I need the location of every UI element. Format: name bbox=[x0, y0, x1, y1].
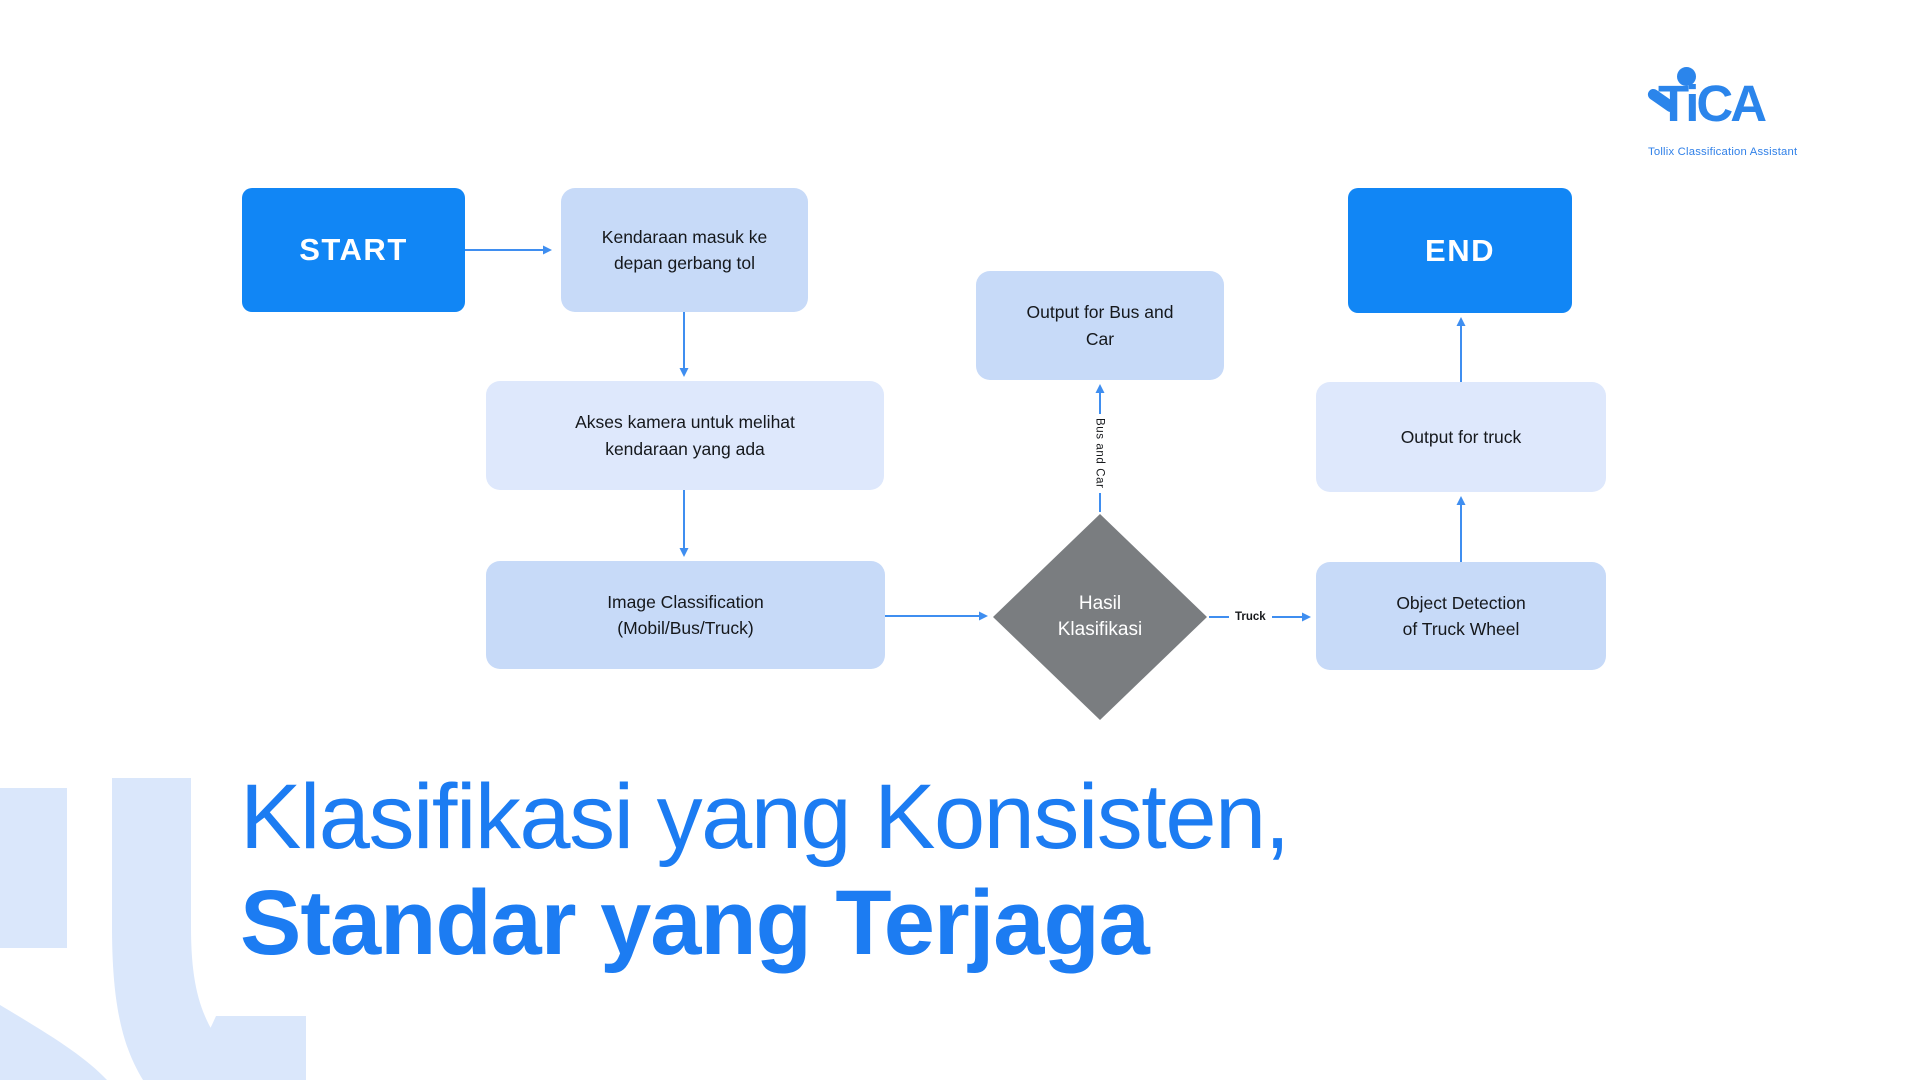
end-node: END bbox=[1348, 188, 1572, 313]
logo: TiCA Tollix Classification Assistant bbox=[1645, 64, 1818, 158]
logo-tagline: Tollix Classification Assistant bbox=[1648, 146, 1798, 158]
logo-mark: TiCA bbox=[1645, 64, 1818, 140]
node-output-truck: Output for truck bbox=[1316, 382, 1606, 492]
edge-label-truck: Truck bbox=[1229, 609, 1272, 626]
node-vehicle-entry: Kendaraan masuk ke depan gerbang tol bbox=[561, 188, 808, 312]
flourish-echo-shape bbox=[178, 1016, 306, 1080]
decision-node-hasil-klasifikasi: Hasil Klasifikasi bbox=[993, 514, 1207, 720]
headline: Klasifikasi yang Konsisten, Standar yang… bbox=[240, 764, 1290, 977]
node-object-detection: Object Detection of Truck Wheel bbox=[1316, 562, 1606, 670]
node-image-classification: Image Classification (Mobil/Bus/Truck) bbox=[486, 561, 885, 669]
logo-person-head-icon bbox=[1677, 67, 1696, 86]
logo-brand-text: TiCA bbox=[1658, 75, 1767, 132]
corner-flourish-graphic bbox=[0, 778, 306, 1080]
node-camera-access: Akses kamera untuk melihat kendaraan yan… bbox=[486, 381, 884, 490]
headline-line1: Klasifikasi yang Konsisten, bbox=[240, 766, 1290, 868]
headline-line2: Standar yang Terjaga bbox=[240, 872, 1150, 975]
start-node: START bbox=[242, 188, 465, 312]
flourish-left-bar bbox=[0, 788, 67, 948]
node-output-bus-car: Output for Bus and Car bbox=[976, 271, 1224, 380]
flourish-j-stroke bbox=[112, 778, 255, 1080]
flourish-corner-band bbox=[0, 1005, 107, 1080]
edge-label-bus-and-car: Bus and Car bbox=[1092, 414, 1107, 493]
